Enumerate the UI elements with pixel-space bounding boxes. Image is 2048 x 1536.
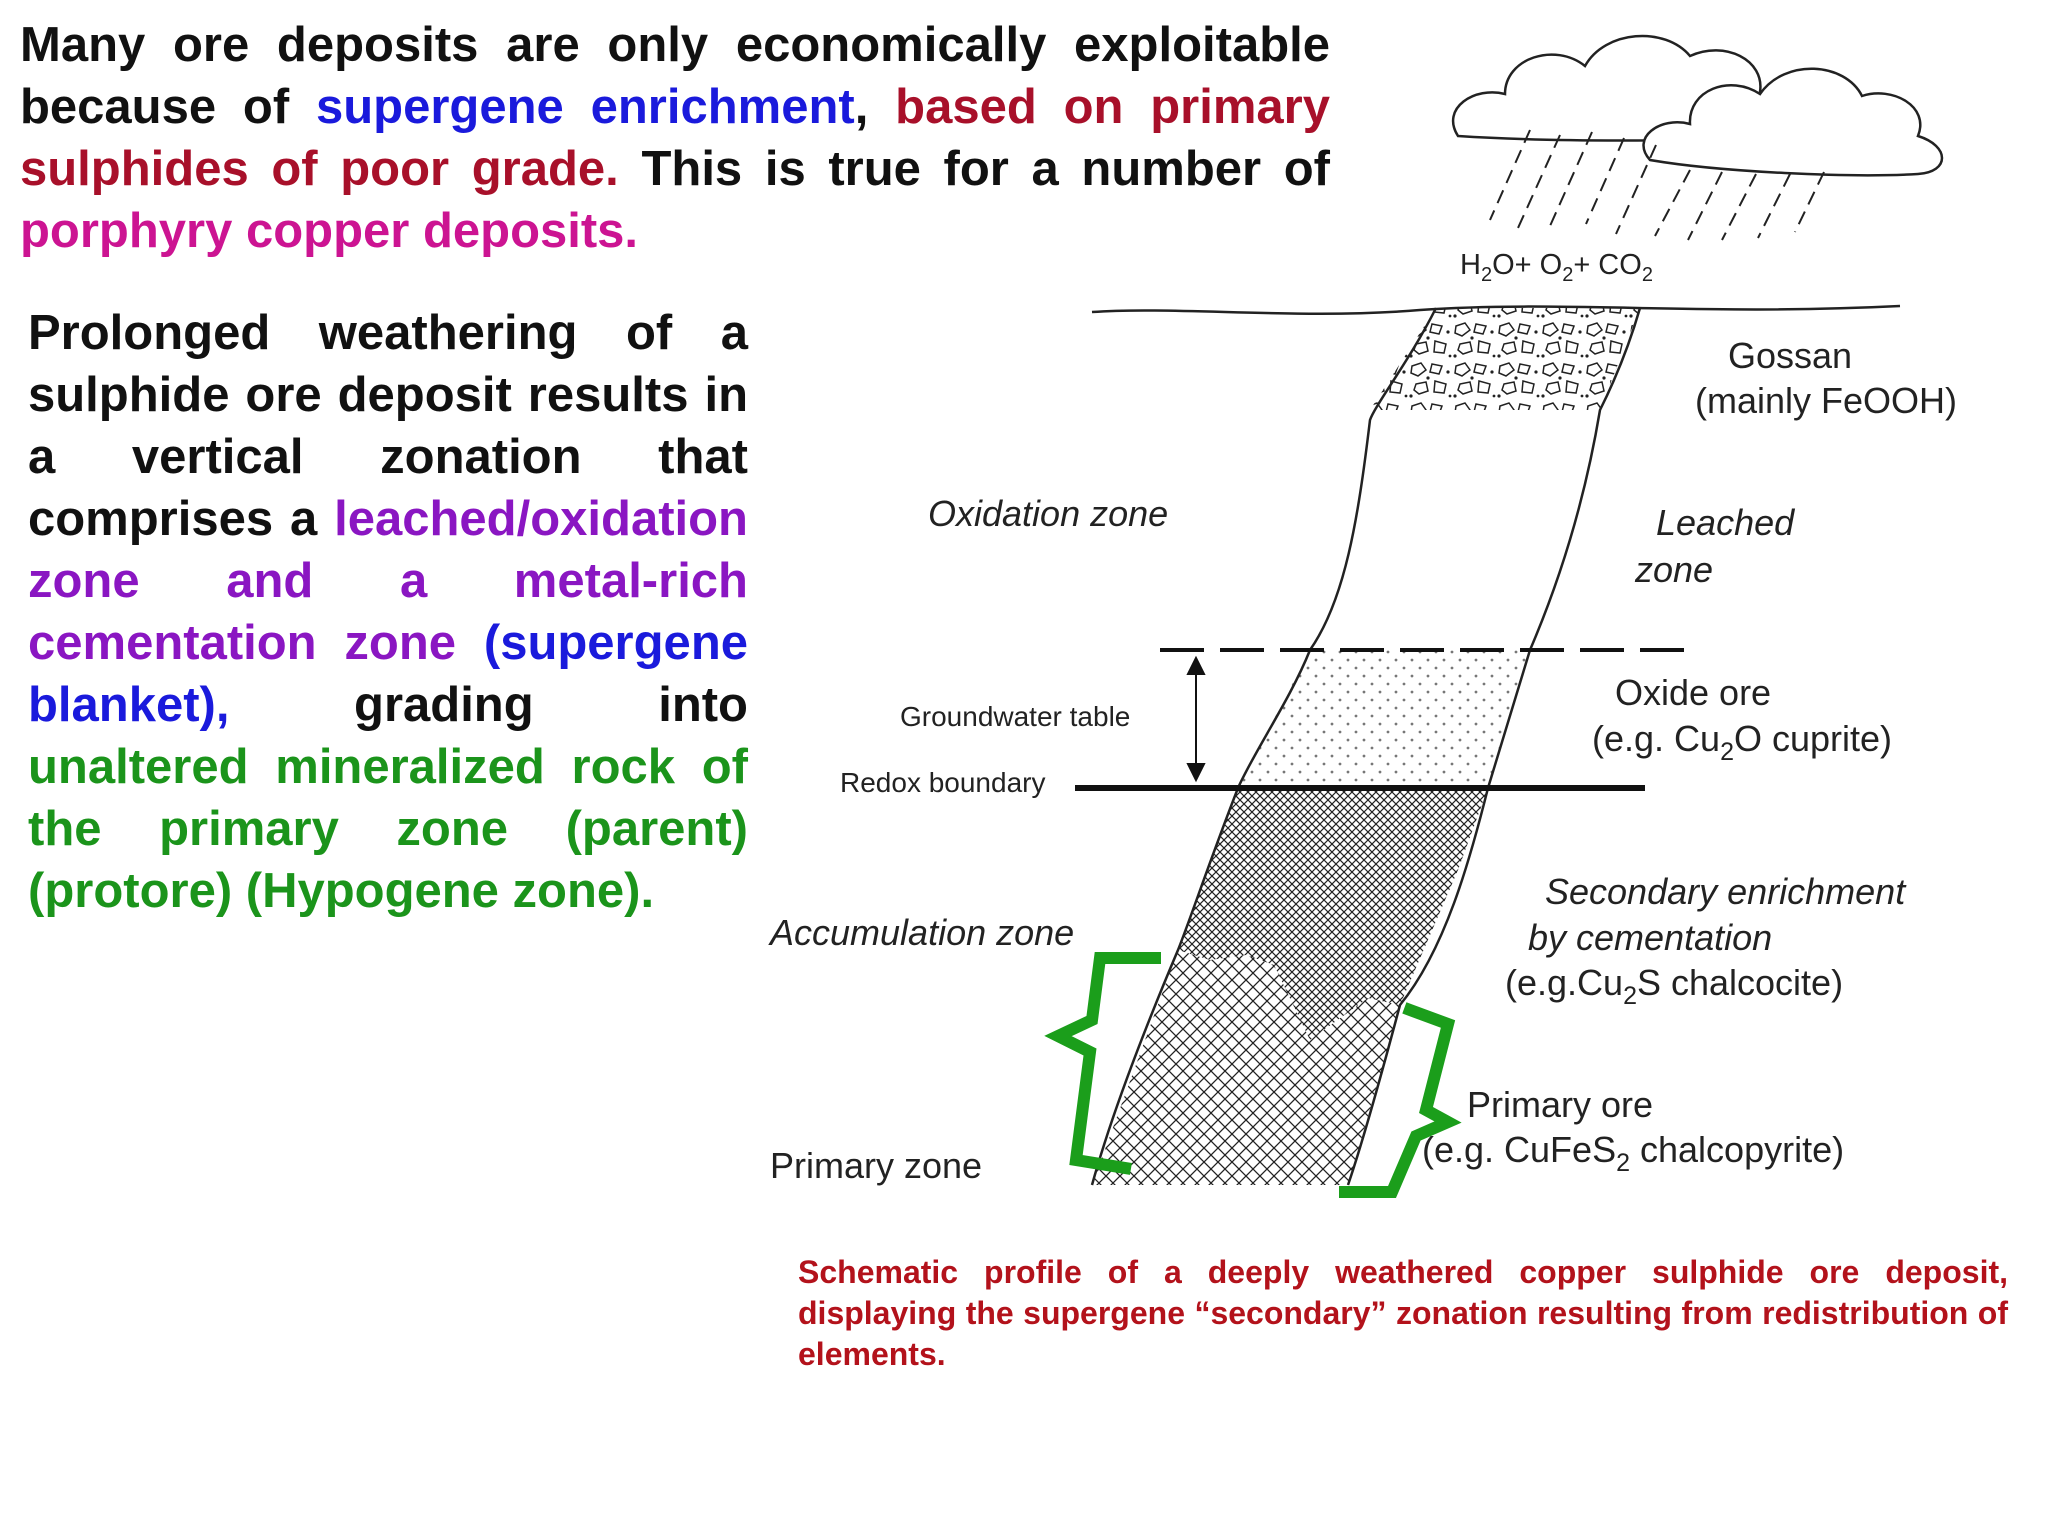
primary-sulphides-highlight: based on primary sulphides of poor grade… <box>20 80 1330 196</box>
paragraph-text-part: grading into <box>229 678 748 732</box>
figure-caption: Schematic profile of a deeply weathered … <box>798 1254 2008 1372</box>
primary-ore-zone <box>1092 950 1400 1185</box>
gossan-label: Gossan <box>1728 335 1852 376</box>
intro-comma: , <box>854 80 896 134</box>
secondary-enrichment-label: Secondary enrichment <box>1545 871 1907 912</box>
chalcopyrite-example: (e.g. CuFeS2 chalcopyrite) <box>1422 1129 1844 1177</box>
ground-surface <box>1091 304 1901 315</box>
oxidation-zone-label: Oxidation zone <box>928 493 1168 534</box>
gossan-sublabel: (mainly FeOOH) <box>1695 380 1957 421</box>
fluctuation-arrow-icon <box>1186 655 1206 783</box>
oxide-ore-example: (e.g. Cu2O cuprite) <box>1592 718 1892 766</box>
leached-zone-label: Leached <box>1656 502 1795 543</box>
intro-text-part: Many ore deposits are only economically … <box>20 18 1330 134</box>
intro-text: Many ore deposits are only economically … <box>20 14 1330 262</box>
secondary-enrichment-zone <box>1178 788 1488 1040</box>
redox-boundary-label: Redox boundary <box>840 767 1045 798</box>
supergene-enrichment-highlight: supergene enrichment <box>315 80 855 134</box>
leached-zone-label-2: zone <box>1634 549 1713 590</box>
oxide-ore-zone <box>1238 650 1530 788</box>
zonation-paragraph: Prolonged weathering of a sulphide ore d… <box>28 302 748 922</box>
accumulation-zone-label: Accumulation zone <box>768 912 1074 953</box>
groundwater-table-label: Groundwater table <box>900 701 1130 732</box>
cloud-icon <box>1451 34 1944 177</box>
ore-body-left-edge <box>1090 307 1438 1186</box>
ore-body-right-edge <box>1346 307 1642 1186</box>
primary-zone-label: Primary zone <box>770 1145 982 1186</box>
porphyry-copper-highlight: porphyry copper deposits. <box>20 204 639 258</box>
primary-zone-highlight: unaltered mineralized rock of the primar… <box>28 740 748 918</box>
primary-ore-label: Primary ore <box>1467 1084 1653 1125</box>
gossan-zone <box>1370 308 1640 410</box>
green-brace-right <box>1339 1002 1462 1198</box>
supergene-blanket-highlight: (supergene blanket), <box>28 616 748 732</box>
oxide-ore-label: Oxide ore <box>1615 672 1771 713</box>
intro-text-part: This is true for a number of <box>618 142 1330 196</box>
paragraph-text-part: Prolonged weathering of a sulphide ore d… <box>28 306 748 546</box>
green-brace-left <box>1044 952 1161 1175</box>
chalcocite-example: (e.g.Cu2S chalcocite) <box>1505 962 1843 1010</box>
cementation-label: by cementation <box>1528 917 1772 958</box>
rain-formula: H2O+ O2+ CO2 <box>1460 249 1653 286</box>
rain-icon <box>1489 129 1825 241</box>
leached-zone-highlight: leached/oxidation zone and a metal-rich … <box>28 492 748 670</box>
